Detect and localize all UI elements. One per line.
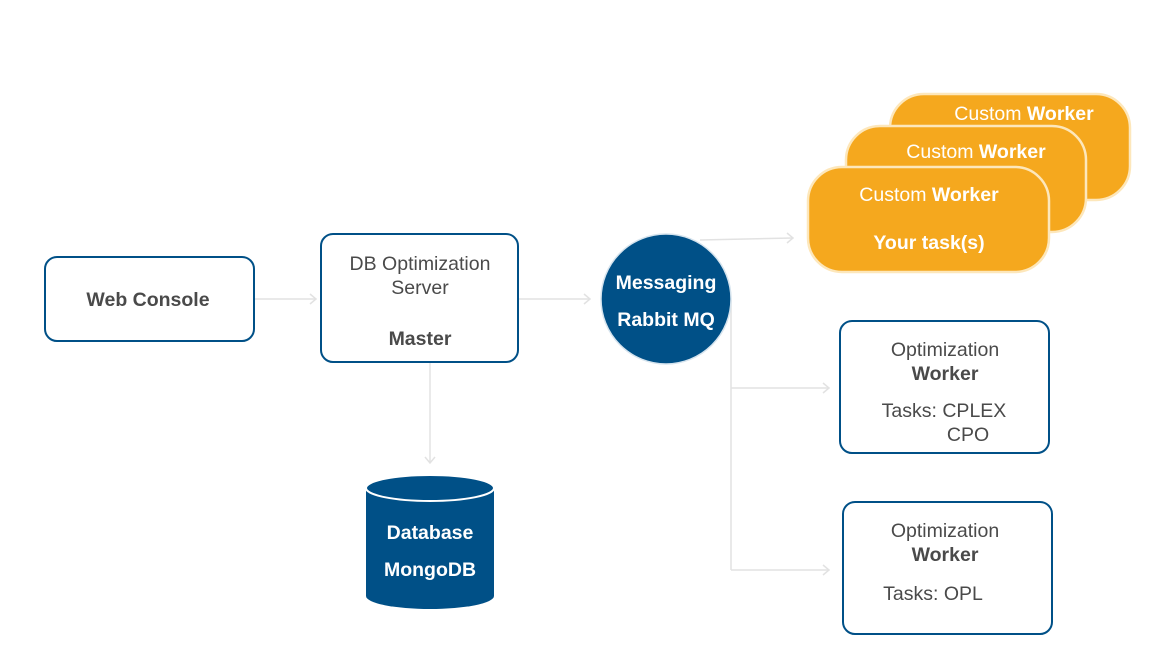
messaging-subtitle: Rabbit MQ — [617, 309, 715, 331]
arrowhead — [822, 382, 831, 394]
database-title: Database — [387, 522, 474, 544]
custom-worker-card-front: Custom Worker Your task(s) — [806, 165, 1051, 274]
optimization-worker-title: Optimization — [891, 339, 999, 361]
database-node: Database MongoDB — [365, 474, 495, 609]
arrowhead — [424, 456, 436, 465]
arrowhead — [583, 293, 592, 305]
arrowhead — [822, 564, 831, 576]
custom-worker-label: Custom Worker — [954, 103, 1094, 125]
connector-messaging-to-custom-worker — [699, 237, 794, 241]
optimization-worker-1: Optimization Worker Tasks: CPLEX CPO — [839, 320, 1050, 454]
custom-worker-label: Custom Worker — [859, 184, 999, 206]
server-node: DB Optimization Server Master — [320, 233, 519, 363]
database-subtitle: MongoDB — [384, 559, 476, 581]
optimization-worker-tasks: Tasks: OPL — [883, 583, 983, 605]
arrowhead — [309, 293, 318, 305]
messaging-title: Messaging — [616, 272, 717, 294]
server-title-line2: Server — [391, 277, 449, 299]
arrowhead — [786, 232, 795, 244]
optimization-worker-title: Optimization — [891, 520, 999, 542]
custom-worker-tasks: Your task(s) — [873, 232, 984, 254]
optimization-worker-subtitle: Worker — [912, 363, 979, 385]
connectors — [255, 232, 831, 576]
optimization-worker-tasks: Tasks: CPLEX — [882, 400, 1007, 422]
optimization-worker-2: Optimization Worker Tasks: OPL — [842, 501, 1053, 635]
messaging-node: Messaging Rabbit MQ — [600, 233, 732, 365]
optimization-worker-tasks-cont: CPO — [947, 424, 989, 446]
custom-worker-label: Custom Worker — [906, 141, 1046, 163]
web-console-label: Web Console — [86, 289, 209, 311]
custom-worker-stack: Custom Worker Custom Worker Custom Worke… — [806, 92, 1132, 274]
optimization-worker-subtitle: Worker — [912, 544, 979, 566]
server-role: Master — [389, 328, 452, 350]
server-title-line1: DB Optimization — [350, 253, 491, 275]
web-console-node: Web Console — [44, 256, 255, 342]
